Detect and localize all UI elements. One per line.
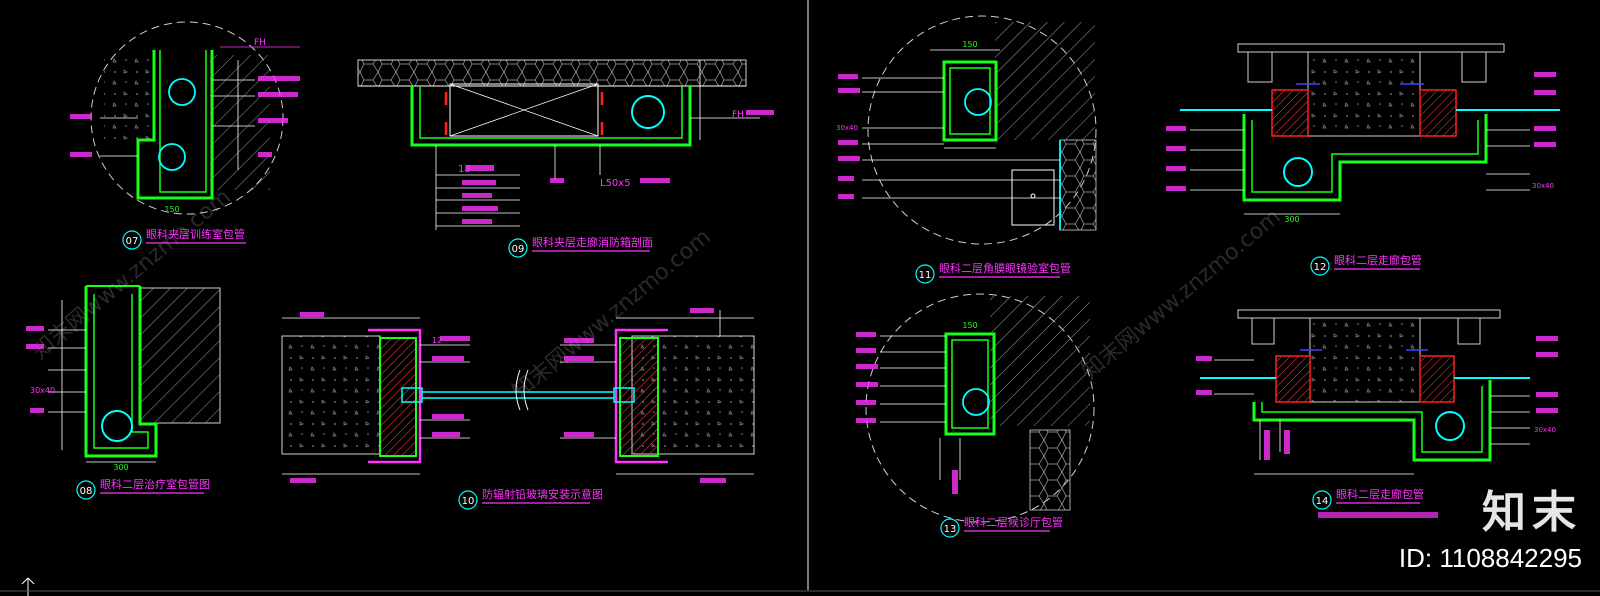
detail-number: 08 [80, 486, 93, 497]
svg-text:30x40: 30x40 [836, 124, 858, 132]
svg-text:FH: FH [732, 110, 744, 120]
detail-11: 30x40 150 11 眼科二层角膜眼镜验室包管 [836, 15, 1097, 284]
brand-watermark: 知末 ID: 1108842295 [1399, 491, 1582, 574]
detail-title: 眼科二层走廊包管 [1334, 253, 1422, 267]
detail-title: 眼科二层走廊包管 [1336, 487, 1424, 501]
svg-text:18: 18 [458, 164, 471, 175]
detail-number: 09 [512, 244, 525, 255]
svg-text:150: 150 [962, 40, 977, 49]
detail-08: 30x40 300 08 眼科二层治疗室包管图 [26, 285, 221, 500]
svg-text:L50x5: L50x5 [600, 178, 631, 189]
svg-text:150: 150 [962, 321, 977, 330]
detail-12: 30x40 300 12 眼科二层走廊包管 [1166, 43, 1560, 276]
watermark-text: 知末网www.znzmo.com [1078, 204, 1286, 384]
detail-09: 18 L50x5 FH 09 眼科夹层走廊消防箱剖面 [357, 59, 774, 258]
detail-title: 眼科二层候诊厅包管 [964, 515, 1063, 529]
image-id-label: ID: 1108842295 [1398, 543, 1582, 573]
svg-text:30x40: 30x40 [1532, 182, 1554, 190]
svg-text:300: 300 [1284, 215, 1299, 224]
ucs-icon [0, 577, 1600, 596]
detail-13: 150 13 眼科二层候诊厅包管 [856, 293, 1095, 538]
detail-number: 10 [462, 496, 475, 507]
detail-title: 眼科二层治疗室包管图 [100, 477, 210, 491]
fh-label: FH [254, 38, 266, 48]
detail-title: 防辐射铅玻璃安装示意图 [482, 487, 603, 501]
detail-title: 眼科夹层走廊消防箱剖面 [532, 235, 653, 249]
detail-number: 13 [944, 524, 957, 535]
detail-10: 12 10 防辐射铅玻璃安装示意图 [281, 308, 755, 510]
detail-number: 11 [919, 270, 932, 281]
detail-number: 14 [1316, 496, 1329, 507]
detail-number: 12 [1314, 262, 1327, 273]
detail-14: 30x40 14 眼科二层走廊包管 [1196, 309, 1558, 518]
svg-text:30x40: 30x40 [1534, 426, 1556, 434]
svg-text:12: 12 [432, 336, 442, 345]
svg-text:30x40: 30x40 [30, 386, 55, 395]
svg-text:300: 300 [113, 463, 128, 472]
svg-text:150: 150 [164, 205, 179, 214]
detail-title: 眼科二层角膜眼镜验室包管 [939, 261, 1071, 275]
detail-title: 眼科夹层训练室包管 [146, 227, 245, 241]
detail-07: FH 150 07 眼科夹层训练室包管 [70, 21, 300, 250]
brand-logo: 知末 [1482, 487, 1582, 538]
detail-number: 07 [126, 236, 139, 247]
